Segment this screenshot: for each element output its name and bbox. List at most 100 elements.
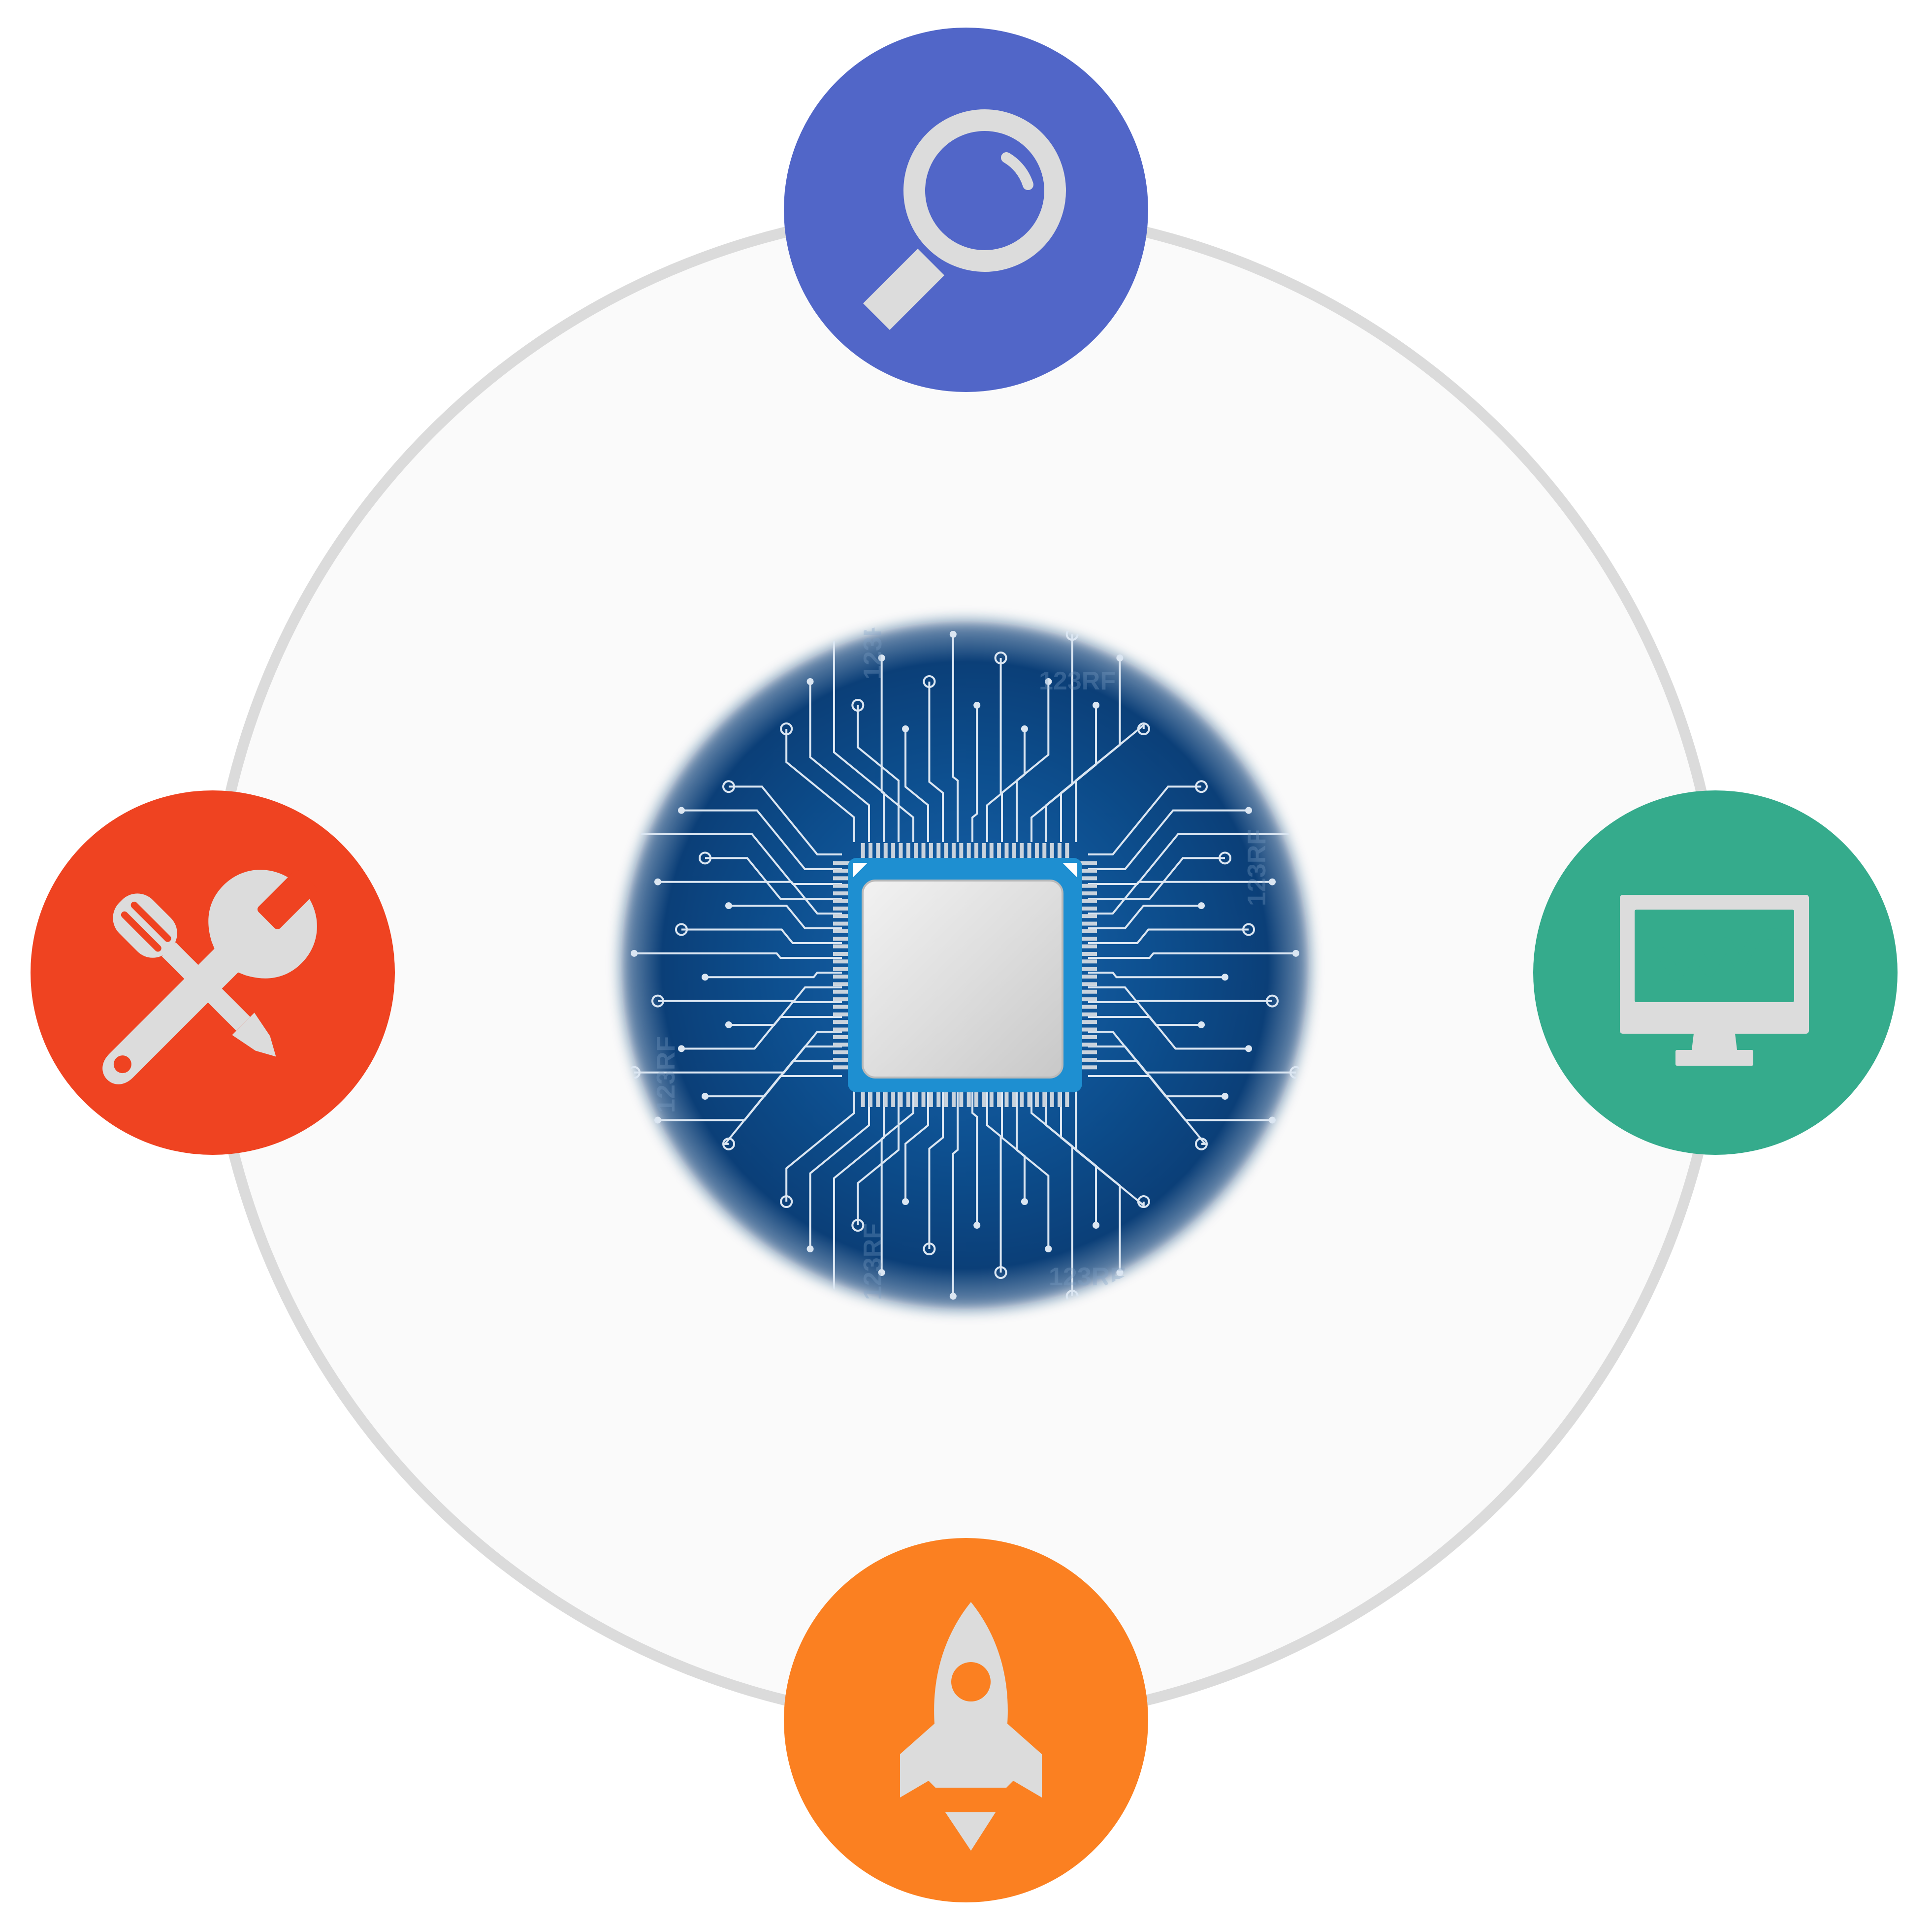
chip-corner-mark (853, 863, 868, 878)
chip-pin (1034, 1090, 1039, 1107)
circuit-pad (851, 699, 865, 712)
chip-pin (959, 843, 964, 860)
circuit-trace (1088, 809, 1249, 870)
chip-pin (1080, 861, 1097, 865)
chip-pin (1004, 1090, 1009, 1107)
chip-pin (833, 1050, 850, 1054)
chip-pin (869, 843, 873, 860)
circuit-pad (1093, 702, 1100, 709)
chip-pin (833, 906, 850, 911)
circuit-pad (654, 878, 661, 885)
chip-pin (1004, 843, 1009, 860)
chip-pin (1042, 1090, 1047, 1107)
circuit-pad (902, 1198, 909, 1205)
circuit-pad (675, 923, 688, 936)
monitor-base (1675, 1050, 1753, 1066)
circuit-pad (1198, 1021, 1205, 1028)
chip-pin (876, 843, 880, 860)
circuit-pad (878, 1269, 885, 1276)
circuit-trace (1088, 952, 1296, 959)
chip-pin (833, 944, 850, 948)
chip-pin (833, 883, 850, 888)
chip-pin (891, 1090, 896, 1107)
chip-pin (1080, 967, 1097, 971)
circuit-trace (904, 729, 929, 842)
chip-pin (1080, 929, 1097, 933)
circuit-trace (833, 1088, 885, 1296)
chip-pin (989, 1090, 994, 1107)
circuit-pad (851, 1219, 865, 1232)
circuit-trace (1075, 723, 1145, 842)
chip-pin (1080, 1035, 1097, 1039)
chip-pin (1080, 989, 1097, 994)
circuit-pad (1245, 807, 1252, 814)
chip-pin (833, 876, 850, 881)
circuit-trace (1088, 833, 1296, 885)
circuit-pad (806, 678, 814, 685)
circuit-pad (1093, 1222, 1100, 1229)
circuit-trace (705, 972, 842, 979)
circuit-trace (1088, 1016, 1249, 1050)
circuit-trace (1088, 785, 1201, 855)
node-right (1533, 790, 1898, 1155)
circuit-pad (1198, 902, 1205, 910)
node-circle (784, 28, 1148, 392)
screwdriver-grip-slot (121, 911, 161, 952)
circuit-pad (725, 902, 732, 910)
chip-pin (982, 1090, 986, 1107)
circuit-pad (1222, 974, 1228, 981)
chip-pin (989, 843, 994, 860)
circuit-pad (1219, 851, 1231, 865)
chip-pin (929, 1090, 933, 1107)
chip-pin (833, 1043, 850, 1047)
circuit-pad (631, 949, 638, 957)
circuit-trace (928, 1088, 944, 1249)
circuit-pad (902, 725, 909, 732)
chip-pin (966, 843, 971, 860)
circuit-trace (729, 785, 842, 855)
chip-pin (936, 1090, 941, 1107)
circuit-pad (780, 722, 793, 735)
chip-pin (997, 843, 1001, 860)
chip-pin (951, 1090, 956, 1107)
chip-pins (833, 843, 1097, 1107)
chip-pin (1080, 1043, 1097, 1047)
chip-pin (997, 1090, 1001, 1107)
circuit-trace (634, 833, 842, 885)
watermark-text: 123RF (1039, 667, 1116, 695)
wrench-icon (102, 870, 317, 1084)
chip-pin (833, 982, 850, 986)
chip-pin (833, 989, 850, 994)
chip-pin (982, 843, 986, 860)
circuit-trace (1075, 1088, 1145, 1208)
chip-pin (1080, 1012, 1097, 1016)
rocket-icon (900, 1602, 1042, 1851)
chip-pin (833, 1012, 850, 1016)
processor-chip (833, 843, 1097, 1107)
circuit-trace (729, 905, 842, 929)
chip-pin (929, 843, 933, 860)
circuit-trace (1001, 1088, 1026, 1202)
chip-pin (1080, 883, 1097, 888)
circuit-trace (857, 1088, 900, 1225)
magnifier-lens (903, 109, 1066, 272)
chip-pin (833, 891, 850, 896)
circuit-trace (681, 1016, 842, 1050)
chip-pin (833, 1065, 850, 1070)
chip-pin (833, 975, 850, 979)
chip-pin (891, 843, 896, 860)
chip-pin (1080, 914, 1097, 918)
circuit-traces (628, 628, 1302, 1303)
circuit-trace (986, 1088, 1002, 1273)
circuit-pad (1021, 1198, 1028, 1205)
chip-pin (833, 929, 850, 933)
chip-pin (1050, 1090, 1054, 1107)
chip-pin (1080, 997, 1097, 1002)
chip-pin (1065, 1090, 1069, 1107)
circuit-trace (904, 1088, 929, 1202)
circuit-pad (1137, 722, 1150, 735)
circuit-trace (1088, 972, 1225, 979)
circuit-pad (973, 702, 981, 709)
chip-pin (833, 959, 850, 964)
